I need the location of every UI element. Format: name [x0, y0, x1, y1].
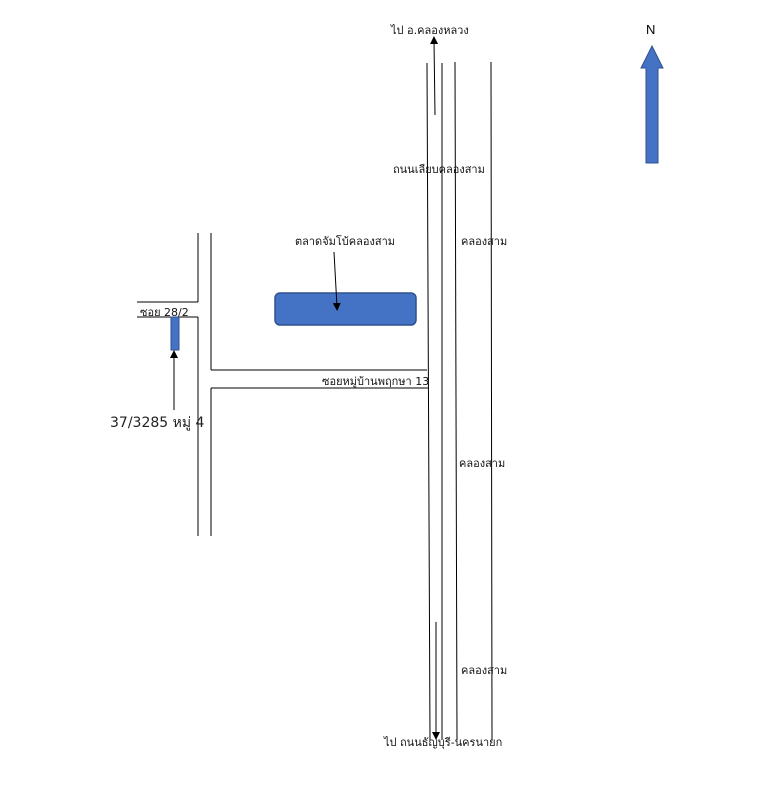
- property-marker: [170, 316, 180, 351]
- label-canal-3: คลองสาม: [461, 664, 507, 677]
- label-canal-1: คลองสาม: [461, 235, 507, 248]
- label-to-south: ไป ถนนธัญบุรี-นครนายก: [383, 736, 502, 749]
- arrow-to-north: [430, 36, 439, 116]
- market-marker: [274, 292, 417, 326]
- label-soi-28-2: ซอย 28/2: [140, 306, 189, 319]
- label-soi-cross: ซอยหมู่บ้านพฤกษา 13: [322, 375, 429, 388]
- market-pointer-arrow: [332, 251, 341, 311]
- north-label: N: [646, 22, 655, 37]
- label-road-main: ถนนเลียบคลองสาม: [393, 163, 485, 176]
- label-canal-2: คลองสาม: [459, 457, 505, 470]
- canal-line-right: [490, 61, 493, 741]
- main-road-edge-left: [426, 62, 431, 741]
- label-address: 37/3285 หมู่ 4: [110, 415, 205, 431]
- north-arrow-icon: [640, 44, 664, 164]
- label-market: ตลาดจัมโบ้คลองสาม: [295, 234, 395, 248]
- canal-line-left: [454, 61, 458, 741]
- label-to-north: ไป อ.คลองหลวง: [390, 24, 469, 37]
